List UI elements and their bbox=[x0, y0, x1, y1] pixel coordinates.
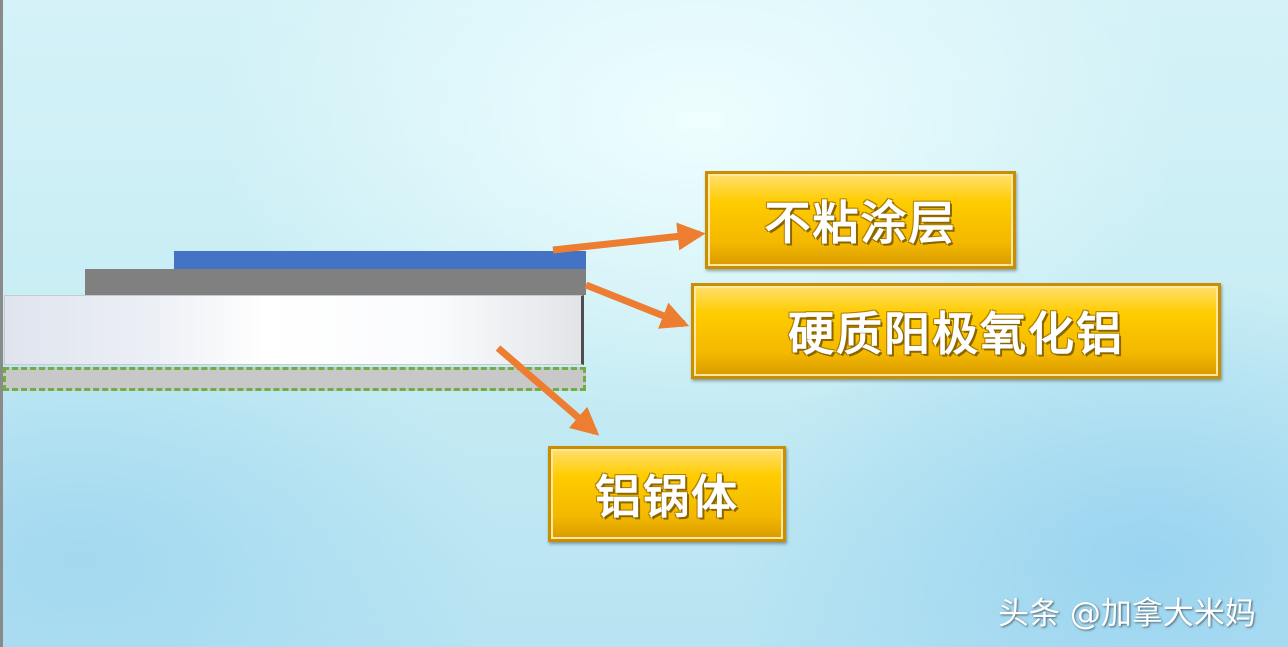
pan-body-label: 铝锅体 bbox=[595, 470, 739, 524]
pan-base-dashed-strip bbox=[3, 367, 586, 391]
nonstick-coating-layer bbox=[174, 251, 586, 270]
anodized-label: 硬质阳极氧化铝 bbox=[788, 307, 1124, 361]
aluminum-pan-body-layer bbox=[4, 295, 584, 365]
arrow-to-body-label bbox=[495, 345, 600, 436]
arrow-to-coating-label bbox=[552, 222, 706, 254]
coating-label: 不粘涂层 bbox=[764, 196, 957, 250]
anodized-label-box: 硬质阳极氧化铝 bbox=[691, 283, 1221, 379]
anodized-aluminum-layer bbox=[85, 269, 586, 295]
pan-body-label-box: 铝锅体 bbox=[548, 446, 786, 542]
coating-label-box: 不粘涂层 bbox=[705, 171, 1016, 269]
arrow-to-anodized-label bbox=[584, 281, 690, 329]
left-edge-line bbox=[0, 0, 3, 647]
watermark: 头条 @加拿大米妈 bbox=[998, 596, 1256, 632]
